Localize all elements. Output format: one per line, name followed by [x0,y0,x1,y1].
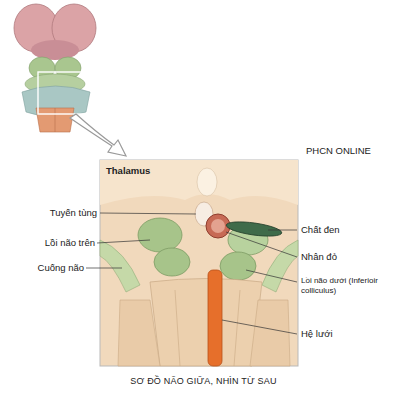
brain-thumbnail [14,4,96,132]
part-label: Lồi não trên [45,237,95,248]
part-label: Tuyến tùng [50,207,97,218]
part-label: Hệ lưới [301,328,333,339]
zoom-arrow [70,114,126,156]
midbrain-inset [100,160,298,366]
figure-caption: SƠ ĐỒ NÃO GIỮA, NHÌN TỪ SAU [0,376,407,387]
watermark: PHCN ONLINE [306,145,371,156]
leader-lines [86,213,297,334]
region-heading: Thalamus [106,165,150,176]
part-label: Cuống não [38,262,84,273]
part-label: Nhân đỏ [301,251,337,262]
part-label: Chất đen [301,224,340,235]
part-label: Lồi não dưới (Inferioir colliculus) [301,276,405,295]
